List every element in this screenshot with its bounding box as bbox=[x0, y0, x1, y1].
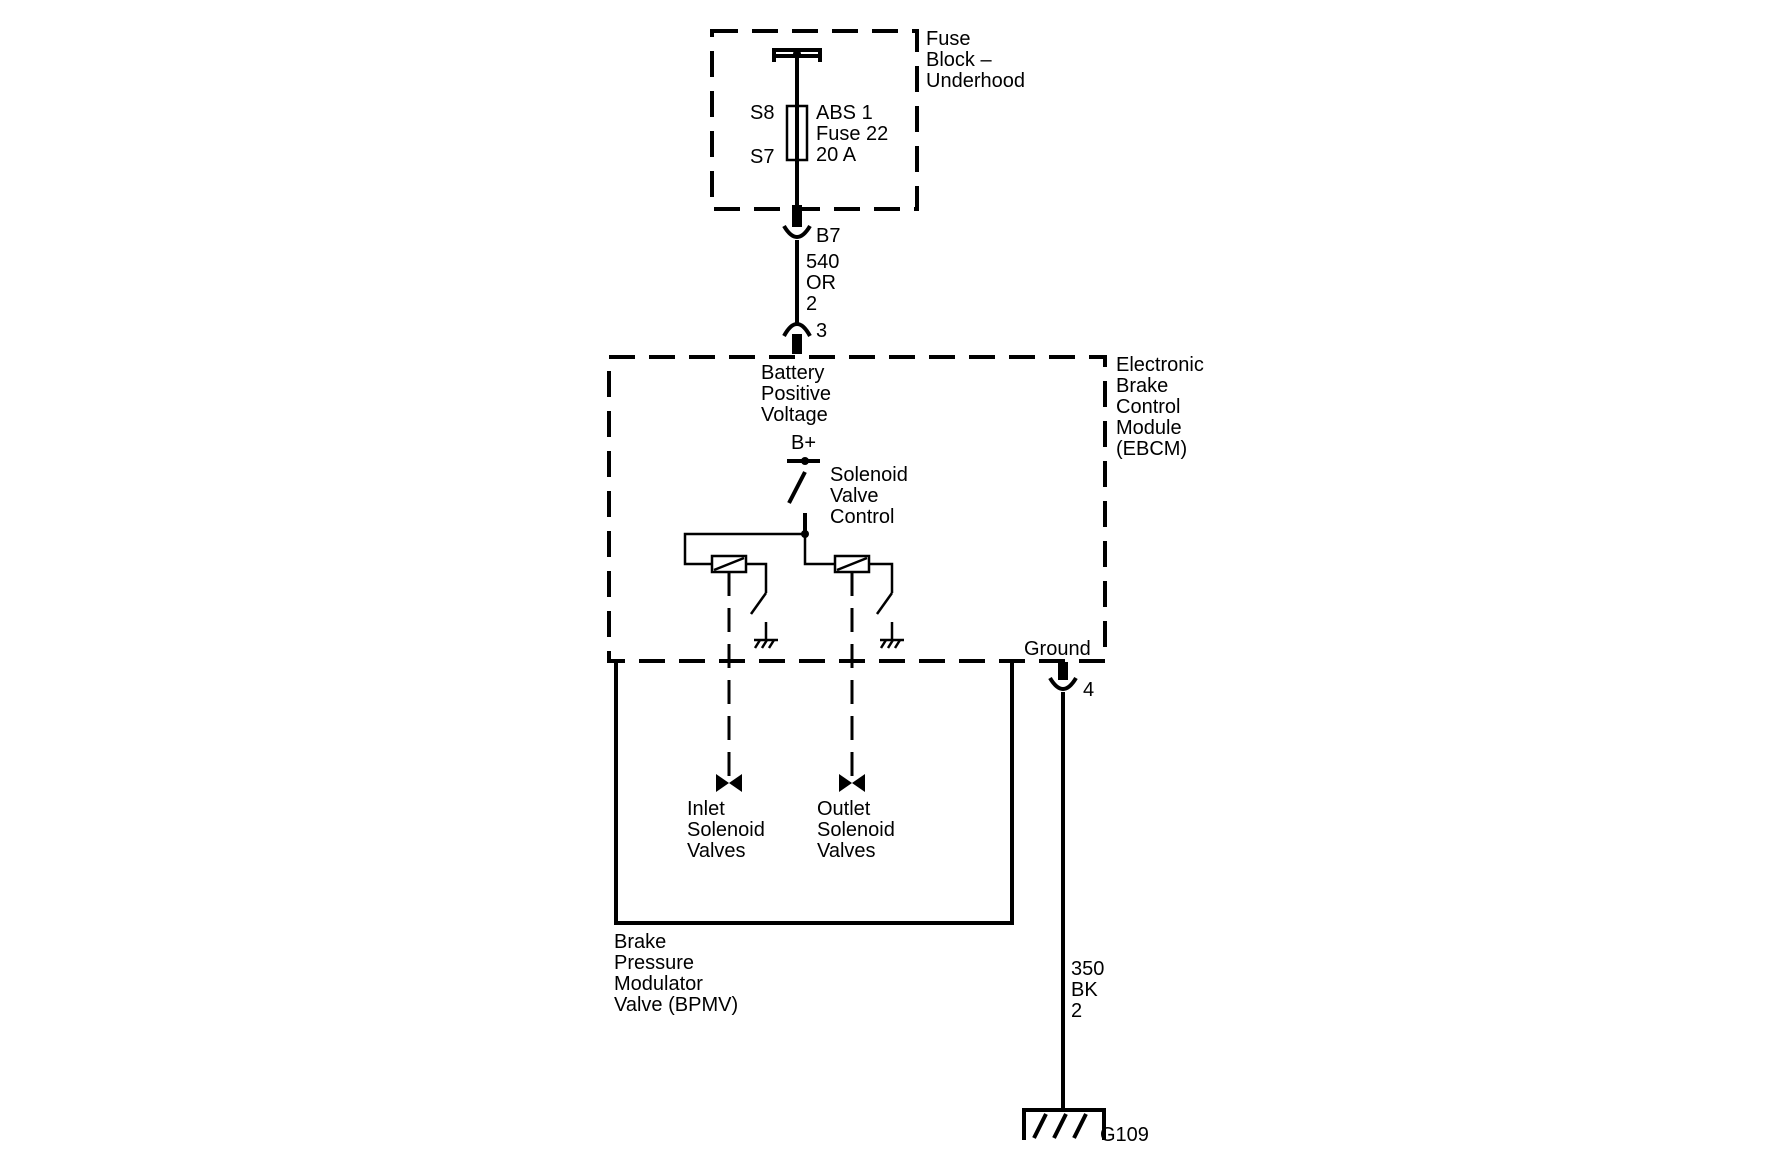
outlet-valves-label-1: Outlet bbox=[817, 798, 871, 820]
outlet-coil-return bbox=[869, 562, 894, 593]
solenoid-control-label-3: Control bbox=[830, 506, 894, 528]
solenoid-control-label-2: Valve bbox=[830, 485, 879, 507]
battery-positive-label-1: Battery bbox=[761, 362, 824, 384]
inlet-switch-ground-icon bbox=[753, 622, 778, 649]
ebcm-label-2: Brake bbox=[1116, 375, 1168, 397]
inlet-coil-diagonal bbox=[713, 556, 745, 572]
connector-4-label: 4 bbox=[1083, 679, 1094, 701]
ebcm-label-1: Electronic bbox=[1116, 354, 1204, 376]
outlet-valves-label-3: Valves bbox=[817, 840, 876, 862]
ebcm-label-3: Control bbox=[1116, 396, 1180, 418]
battery-positive-label-2: Positive bbox=[761, 383, 831, 405]
fuse-number: Fuse 22 bbox=[816, 123, 888, 145]
outlet-low-side-switch bbox=[875, 592, 894, 615]
fuse-block: Fuse Block – Underhood S8 S7 ABS 1 Fuse … bbox=[710, 28, 1025, 227]
bpmv-label-2: Pressure bbox=[614, 952, 694, 974]
connector-b7-label: B7 bbox=[816, 225, 840, 247]
fuse-rating: 20 A bbox=[816, 144, 857, 166]
outlet-switch-ground-icon bbox=[879, 622, 904, 649]
ground-g109-label: G109 bbox=[1100, 1124, 1149, 1146]
wire-540-gauge: 2 bbox=[806, 293, 817, 315]
connector-3-stub bbox=[792, 334, 802, 354]
ground-g109-icon bbox=[1022, 1108, 1106, 1140]
ebcm-outline bbox=[607, 355, 1107, 663]
fuse-block-outline bbox=[710, 29, 919, 211]
bpmv-label-1: Brake bbox=[614, 931, 666, 953]
fuse-terminal-s8: S8 bbox=[750, 102, 774, 124]
solenoid-control-switch bbox=[787, 471, 807, 504]
fuse-block-label-2: Block – bbox=[926, 49, 992, 71]
inlet-coil-return bbox=[746, 562, 768, 593]
wire-540-circuit: 540 bbox=[806, 251, 839, 273]
ground-hatch-2 bbox=[1052, 1113, 1068, 1139]
inlet-valve-icon bbox=[716, 774, 742, 792]
inlet-valves-label-3: Valves bbox=[687, 840, 746, 862]
bplus-node bbox=[801, 457, 809, 465]
bpmv-outline bbox=[614, 661, 1014, 925]
ebcm-label-4: Module bbox=[1116, 417, 1182, 439]
outlet-valves-label-2: Solenoid bbox=[817, 819, 895, 841]
connector-4-stub bbox=[1058, 662, 1068, 680]
bplus-label: B+ bbox=[791, 432, 816, 454]
ebcm-ground-label: Ground bbox=[1024, 638, 1091, 660]
ebcm-label-5: (EBCM) bbox=[1116, 438, 1187, 460]
outlet-coil-diagonal bbox=[836, 556, 868, 572]
inlet-low-side-switch bbox=[749, 592, 768, 615]
ground-hatch-1 bbox=[1032, 1113, 1048, 1139]
battery-positive-label-3: Voltage bbox=[761, 404, 828, 426]
wire-540-color: OR bbox=[806, 272, 836, 294]
wire-350: 350 BK 2 bbox=[1061, 692, 1104, 1110]
wire-350-circuit: 350 bbox=[1071, 958, 1104, 980]
outlet-valve-icon bbox=[839, 774, 865, 792]
connector-3-icon bbox=[782, 322, 812, 338]
wire-350-color: BK bbox=[1071, 979, 1098, 1001]
inlet-valves-label-1: Inlet bbox=[687, 798, 725, 820]
outlet-coil-feed bbox=[803, 534, 835, 566]
ground-hatch-3 bbox=[1072, 1113, 1088, 1139]
bpmv-label-4: Valve (BPMV) bbox=[614, 994, 738, 1016]
connector-3-label: 3 bbox=[816, 320, 827, 342]
inlet-coil-feed bbox=[683, 532, 805, 566]
fuse-terminal-s7: S7 bbox=[750, 146, 774, 168]
fuse-block-label-1: Fuse bbox=[926, 28, 970, 50]
solenoid-control-label-1: Solenoid bbox=[830, 464, 908, 486]
fuse-block-label-3: Underhood bbox=[926, 70, 1025, 92]
connector-4-icon bbox=[1048, 676, 1078, 691]
inlet-valves-label-2: Solenoid bbox=[687, 819, 765, 841]
bpmv-label-3: Modulator bbox=[614, 973, 703, 995]
bpmv: Inlet Solenoid Valves Outlet Solenoid Va… bbox=[614, 572, 1014, 1016]
wire-350-gauge: 2 bbox=[1071, 1000, 1082, 1022]
fuse-output-stub bbox=[792, 205, 802, 227]
connector-b7-icon bbox=[782, 224, 812, 239]
ebcm: Electronic Brake Control Module (EBCM) B… bbox=[607, 354, 1204, 701]
fuse-name: ABS 1 bbox=[816, 102, 873, 124]
ground-g109: G109 bbox=[1022, 1108, 1149, 1146]
wire-540: B7 540 OR 2 3 bbox=[782, 224, 840, 354]
